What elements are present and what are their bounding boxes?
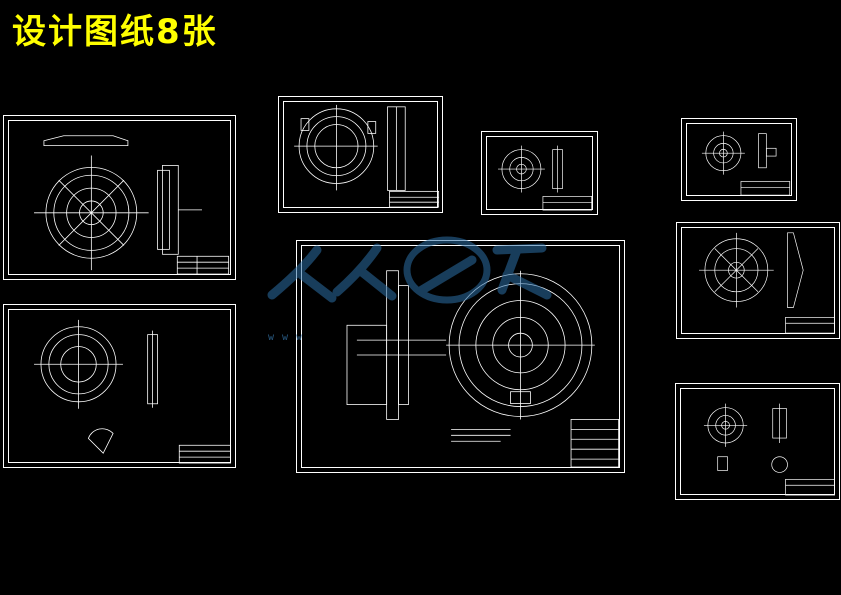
drawing-sheet (675, 383, 840, 500)
watermark-url: www (268, 332, 311, 343)
drawing-sheet (676, 222, 840, 339)
drawing-content (498, 145, 593, 211)
drawing-content (346, 270, 620, 468)
drawing-content (34, 319, 232, 464)
drawing-sheet (278, 96, 443, 213)
drawing-content (34, 135, 230, 275)
drawing-content (703, 403, 836, 496)
drawing-sheet (481, 131, 598, 215)
drawing-content (699, 232, 836, 334)
drawing-sheet (3, 304, 236, 468)
drawing-sheet (3, 115, 236, 280)
drawing-sheet (296, 240, 625, 473)
drawing-content (294, 104, 440, 208)
drawing-content (701, 131, 791, 196)
page-title: 设计图纸8张 (12, 12, 218, 52)
drawing-sheet (681, 118, 797, 201)
